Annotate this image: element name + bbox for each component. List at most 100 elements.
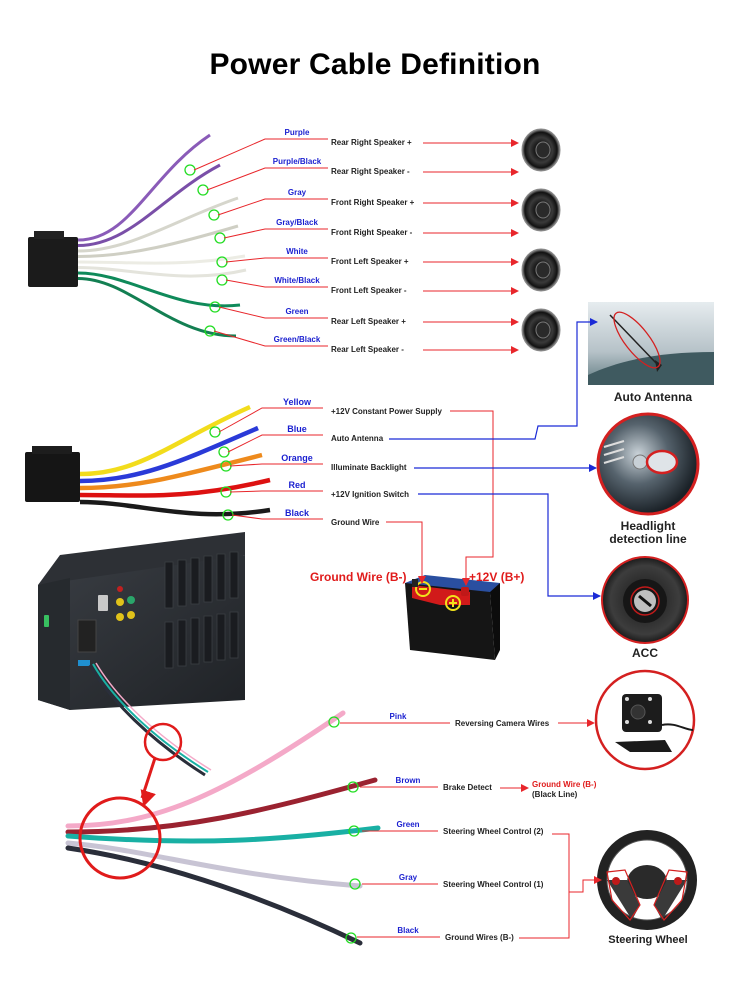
steering-wheel-image <box>597 830 697 930</box>
speaker-icon <box>521 188 561 232</box>
wire-color-label: Black <box>285 508 310 518</box>
leader-line <box>223 228 328 239</box>
battery-positive-label: +12V (B+) <box>469 570 524 584</box>
wire-color-label: Pink <box>390 712 407 721</box>
speaker-dust-cap <box>535 201 551 219</box>
leader-line <box>231 514 323 520</box>
wire-function-label: +12V Ignition Switch <box>331 490 409 499</box>
speaker-wire <box>77 224 239 258</box>
leader-line <box>225 257 328 263</box>
speaker-dust-cap <box>535 141 551 159</box>
wire-marker <box>347 781 359 793</box>
wire-function-label: Steering Wheel Control (2) <box>443 827 544 836</box>
speaker-icon <box>521 128 561 172</box>
leader-line <box>193 138 328 171</box>
reversing-camera-image <box>594 669 696 771</box>
power-wire <box>79 477 271 498</box>
leader-line <box>213 330 328 347</box>
headlight-caption-line2: detection line <box>609 532 687 546</box>
wire-function-label: Rear Left Speaker + <box>331 317 406 326</box>
wire-function-label: Illuminate Backlight <box>331 463 407 472</box>
power-wire <box>79 499 271 517</box>
aux-wire <box>65 840 363 889</box>
wire-marker <box>216 274 228 286</box>
speaker-harness-connector <box>28 231 78 287</box>
wire-function-label: Front Right Speaker - <box>331 228 413 237</box>
wire-color-label: White/Black <box>274 276 320 285</box>
speaker-dust-cap <box>535 321 551 339</box>
wire-marker <box>349 878 361 890</box>
car-battery-image <box>405 575 500 660</box>
power-wire <box>79 452 263 491</box>
line-antenna <box>389 318 598 440</box>
wire-function-label: Front Left Speaker - <box>331 286 407 295</box>
wire-function-label: Auto Antenna <box>331 434 384 443</box>
line-ground-to-battery <box>386 521 426 584</box>
zoom-circle-small <box>140 722 183 807</box>
wire-function-label: Rear Left Speaker - <box>331 345 404 354</box>
wire-color-label: Green/Black <box>274 335 321 344</box>
leader-line <box>229 463 323 467</box>
wire-color-label: Black <box>397 926 419 935</box>
wire-color-label: Yellow <box>283 397 312 407</box>
brake-note-line2: (Black Line) <box>532 790 578 799</box>
speakers <box>521 128 561 352</box>
speaker-wire <box>77 266 247 278</box>
leader-line <box>218 306 328 319</box>
wire-marker <box>208 209 220 221</box>
power-wire <box>79 425 259 484</box>
power-harness-wires <box>79 404 271 521</box>
auto-antenna-image <box>588 302 714 385</box>
wire-color-label: Blue <box>287 424 307 434</box>
zoom-circle-large <box>78 796 162 880</box>
wire-color-label: Gray <box>288 188 307 197</box>
wire-marker <box>348 825 360 837</box>
wire-function-label: +12V Constant Power Supply <box>331 407 442 416</box>
line-constant-power-to-battery <box>450 410 494 586</box>
wire-function-label: Front Left Speaker + <box>331 257 409 266</box>
leader-line <box>225 279 328 288</box>
wire-marker <box>214 232 226 244</box>
wire-marker <box>197 184 209 196</box>
aux-wire <box>65 825 381 844</box>
leader-line <box>229 490 323 493</box>
acc-caption: ACC <box>632 646 658 660</box>
wire-function-label: Reversing Camera Wires <box>455 719 550 728</box>
connection-lines <box>193 138 602 939</box>
brake-note-line1: Ground Wire (B-) <box>532 780 597 789</box>
page-title: Power Cable Definition <box>209 48 541 81</box>
wire-function-label: Steering Wheel Control (1) <box>443 880 544 889</box>
speaker-harness-wires <box>77 133 247 338</box>
leader-line <box>217 198 328 216</box>
aux-wire <box>65 777 378 835</box>
battery-negative-label: Ground Wire (B-) <box>310 570 407 584</box>
wire-function-label: Rear Right Speaker + <box>331 138 412 147</box>
speaker-wire <box>77 133 211 242</box>
steering-bracket <box>519 833 570 939</box>
steering-wheel-caption: Steering Wheel <box>608 934 687 946</box>
wire-marker <box>218 446 230 458</box>
speaker-wire <box>77 277 237 338</box>
wire-function-label: Rear Right Speaker - <box>331 167 410 176</box>
speaker-wire <box>77 196 239 253</box>
wire-function-label: Ground Wires (B-) <box>445 933 514 942</box>
aux-wire <box>65 845 363 946</box>
wire-marker <box>328 716 340 728</box>
speaker-wire <box>77 163 221 247</box>
power-harness-connector <box>25 446 80 502</box>
wire-marker <box>184 164 196 176</box>
speaker-wire <box>77 271 241 308</box>
wire-function-label: Front Right Speaker + <box>331 198 415 207</box>
speaker-icon <box>521 248 561 292</box>
wire-color-label: White <box>286 247 308 256</box>
line-to-steering-wheel <box>569 876 602 893</box>
auto-antenna-caption: Auto Antenna <box>614 390 693 404</box>
speaker-dust-cap <box>535 261 551 279</box>
leader-line <box>206 167 328 191</box>
wire-color-label: Gray <box>399 873 418 882</box>
line-ignition <box>418 493 601 600</box>
power-wire <box>79 404 251 477</box>
wire-function-label: Brake Detect <box>443 783 492 792</box>
